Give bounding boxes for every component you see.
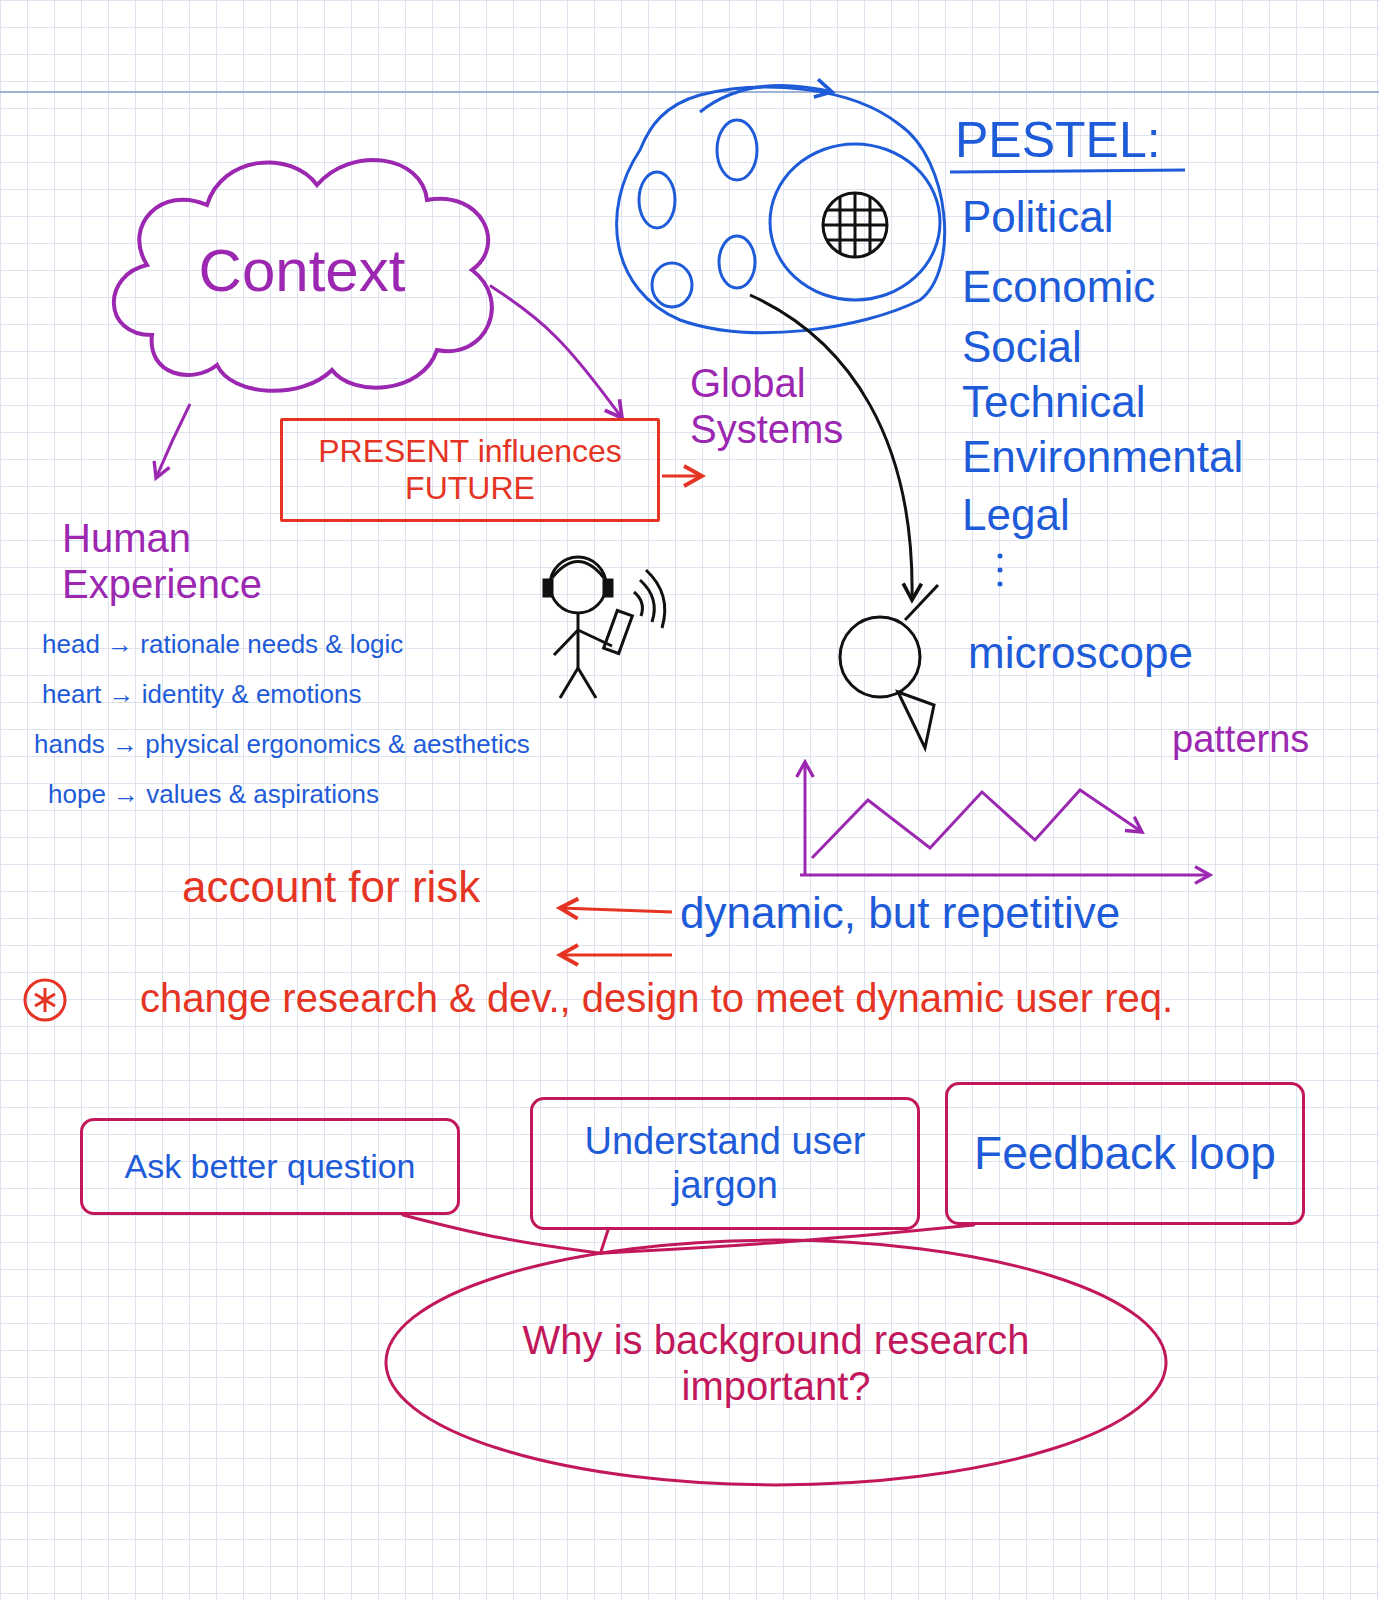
globe-grid <box>827 209 883 212</box>
pattern-chart <box>800 762 1210 875</box>
list-item: head → rationale needs & logic <box>42 630 403 660</box>
icon-label: microscope <box>968 628 1193 679</box>
figure-head <box>550 557 606 613</box>
lens-tick <box>905 585 938 620</box>
continuation-dot <box>998 568 1003 573</box>
star-asterisk <box>35 988 55 1012</box>
star-circle <box>25 980 65 1020</box>
note-text: account for risk <box>182 862 480 913</box>
blob-outline <box>617 87 945 332</box>
headphone-cup <box>544 580 552 596</box>
list-item: Economic <box>962 262 1155 313</box>
node-text: Context <box>199 236 406 305</box>
list-item: Social <box>962 322 1082 373</box>
chart-axis <box>800 874 1210 877</box>
globe-outline <box>823 193 887 257</box>
user-figure <box>544 557 665 698</box>
process-box: Feedback loop <box>945 1082 1305 1225</box>
list-item: hands → physical ergonomics & aesthetics <box>34 730 530 760</box>
node-text: Understand user jargon <box>547 1120 903 1207</box>
global-blob <box>617 85 945 332</box>
process-box: Understand user jargon <box>530 1097 920 1230</box>
node-text: Why is background research important? <box>496 1317 1056 1409</box>
chart-axis <box>804 762 807 875</box>
blob-cell <box>652 263 692 307</box>
section-heading: Human Experience <box>62 515 302 607</box>
figure-legs <box>560 668 596 698</box>
continuation-dot <box>998 582 1003 587</box>
connector <box>600 1230 608 1253</box>
figure-body <box>577 613 580 668</box>
pointer-arrow <box>156 404 190 478</box>
margin-line <box>0 91 1379 93</box>
process-box: Ask better question <box>80 1118 460 1215</box>
blob-cell <box>717 120 757 180</box>
pointer-arrow <box>560 908 672 912</box>
globe-grid <box>827 239 883 242</box>
list-item: Political <box>962 192 1114 243</box>
question-ellipse: Why is background research important? <box>378 1235 1174 1490</box>
note-text: change research & dev., design to meet d… <box>140 975 1240 1021</box>
heading-underline <box>950 170 1185 172</box>
microscope-icon <box>840 585 938 748</box>
list-item: Technical <box>962 377 1145 428</box>
signal-wave <box>634 592 642 616</box>
list-heading: PESTEL: <box>955 112 1161 170</box>
connector <box>491 286 622 418</box>
note-text: dynamic, but repetitive <box>680 888 1120 939</box>
lens-handle <box>898 692 934 748</box>
node-text: Ask better question <box>124 1147 415 1186</box>
headphone-band <box>552 562 604 579</box>
signal-wave <box>640 580 654 622</box>
blob-cell <box>639 172 675 228</box>
continuation-dot <box>998 554 1003 559</box>
globe-grid <box>823 224 887 227</box>
ellipse-outline <box>378 1235 1174 1490</box>
list-item: Environmental <box>962 432 1243 483</box>
node-text: PRESENT influences FUTURE <box>295 433 645 507</box>
chart-zigzag <box>812 790 1142 858</box>
pointer-arrow <box>560 954 672 957</box>
ellipse-path <box>386 1240 1166 1485</box>
rotation-arrow <box>700 85 832 112</box>
list-item: hope → values & aspirations <box>48 780 379 810</box>
figure-arms <box>554 630 612 655</box>
list-item: heart → identity & emotions <box>42 680 361 710</box>
phone-icon <box>604 610 633 653</box>
star-marker <box>25 980 65 1020</box>
pointer-arrow <box>662 475 702 478</box>
chart-label: patterns <box>1172 718 1309 762</box>
cloud-path <box>114 160 492 391</box>
blob-cell <box>719 236 755 288</box>
headphone-cup <box>604 580 612 596</box>
context-cloud: Context <box>92 135 512 405</box>
list-item: Legal <box>962 490 1070 541</box>
signal-wave <box>646 570 665 628</box>
node-text: Feedback loop <box>974 1127 1276 1180</box>
globe-icon <box>823 193 887 257</box>
connector <box>403 1215 600 1253</box>
section-heading: Global Systems <box>690 360 900 452</box>
statement-box: PRESENT influences FUTURE <box>280 418 660 522</box>
blob-inner-circle <box>770 144 940 300</box>
lens-circle <box>840 617 920 697</box>
